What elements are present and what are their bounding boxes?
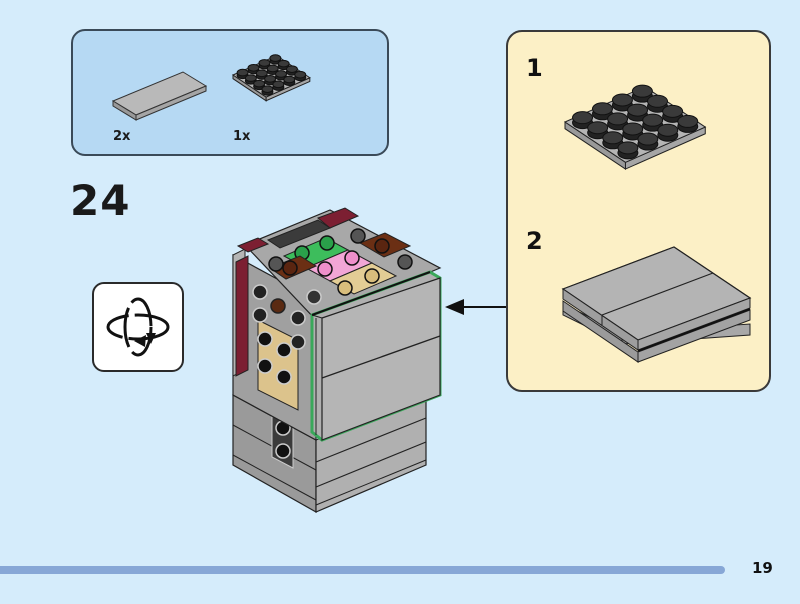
step-number: 24 bbox=[70, 176, 131, 225]
sub-step-2-tiles-on-plate bbox=[561, 246, 752, 363]
parts-list-box: 2x 1x bbox=[71, 29, 389, 156]
part-quantity-tile: 2x bbox=[113, 129, 131, 144]
callout-arrow-icon bbox=[445, 299, 506, 315]
sub-step-number-1: 1 bbox=[526, 54, 543, 82]
part-quantity-plate: 1x bbox=[233, 129, 251, 144]
rotate-model-icon bbox=[106, 297, 170, 357]
sub-step-1-plate bbox=[563, 84, 707, 170]
model-body bbox=[232, 207, 442, 514]
plate-4x4-part bbox=[231, 54, 311, 102]
sub-assembly-box: 1 2 bbox=[506, 30, 771, 392]
progress-bar bbox=[0, 566, 725, 574]
page-number: 19 bbox=[752, 559, 773, 577]
rotate-model-callout bbox=[92, 282, 184, 372]
tile-2x4-part bbox=[111, 71, 208, 121]
sub-step-number-2: 2 bbox=[526, 227, 543, 255]
